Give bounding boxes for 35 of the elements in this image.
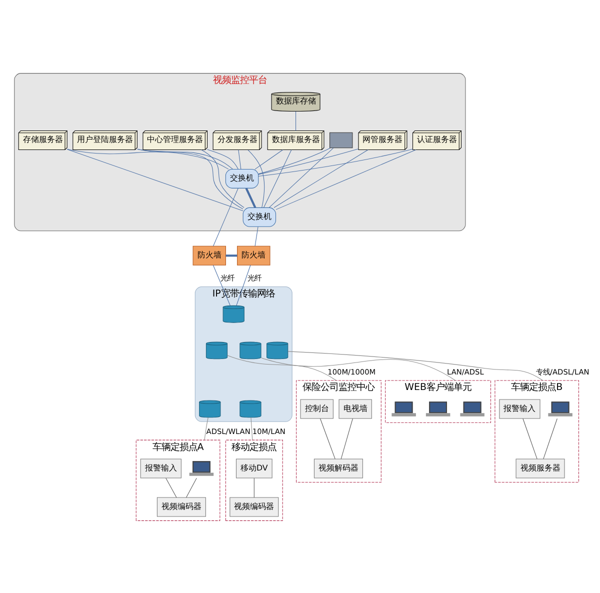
- connector: [320, 418, 336, 459]
- connector: [260, 356, 456, 380]
- connector: [66, 148, 229, 169]
- connector: [186, 477, 197, 498]
- connector: [250, 416, 253, 440]
- connector: [258, 148, 413, 176]
- connector: [201, 149, 244, 208]
- connector: [166, 477, 177, 498]
- connector: [543, 418, 558, 459]
- connector: [258, 147, 331, 174]
- connector: [236, 264, 251, 306]
- connector: [227, 354, 337, 380]
- connector: [226, 254, 238, 256]
- connector: [245, 187, 256, 208]
- connector: [67, 148, 244, 211]
- connector: [522, 418, 538, 459]
- connector: [204, 416, 208, 440]
- connector: [254, 148, 284, 169]
- cluster: IP宽带传输网络: [194, 286, 292, 422]
- connector: [274, 149, 368, 208]
- connector: [212, 187, 238, 246]
- cluster: WEB客户端单元: [385, 380, 491, 422]
- connector: [288, 350, 544, 380]
- connector: [276, 149, 416, 210]
- connector: [212, 264, 230, 306]
- connector: [207, 148, 238, 169]
- connector: [238, 149, 242, 169]
- connector: [248, 149, 265, 208]
- connector: [137, 148, 244, 209]
- connector: [263, 149, 292, 208]
- connector: [268, 147, 334, 208]
- connector: [254, 226, 258, 246]
- connector: [258, 148, 359, 174]
- connector: [340, 418, 353, 459]
- node-box: [330, 132, 353, 148]
